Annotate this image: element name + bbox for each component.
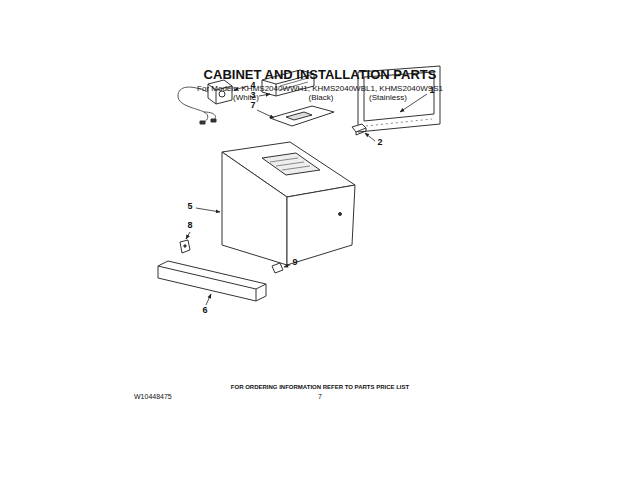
- trim-bar: [158, 261, 266, 301]
- callout-number: 1: [429, 86, 434, 96]
- callout-number: 4: [250, 81, 255, 91]
- callout-number: 6: [202, 306, 207, 316]
- leader-line: [257, 110, 274, 118]
- footer-note: FOR ORDERING INFORMATION REFER TO PARTS …: [231, 384, 409, 391]
- leader-line: [365, 133, 375, 141]
- page-number: 7: [318, 393, 322, 401]
- leader-line: [196, 208, 220, 212]
- diagram-title: CABINET AND INSTALLATION PARTS: [204, 68, 437, 82]
- callout-number: 9: [292, 258, 297, 268]
- callout-number: 3: [250, 91, 255, 101]
- callout-number: 2: [377, 138, 382, 148]
- clip-part: [352, 124, 366, 135]
- callout-number: 7: [250, 101, 255, 111]
- leader-line: [186, 232, 190, 239]
- callout-number: 5: [187, 202, 192, 212]
- color-note: (Black): [309, 94, 334, 103]
- cabinet-part: [222, 142, 355, 265]
- model-list: For Models: KHMS2040WWH1, KHMS2040WBL1, …: [197, 85, 443, 94]
- leader-line: [259, 94, 270, 96]
- plate-part: [270, 106, 334, 126]
- callout-number: 8: [187, 221, 192, 231]
- bracket-part: [272, 263, 283, 273]
- leader-line: [284, 265, 290, 267]
- bracket-part: [180, 240, 190, 253]
- color-note: (Stainless): [369, 94, 407, 103]
- document-number: W10448475: [134, 393, 172, 401]
- leader-line: [206, 294, 211, 305]
